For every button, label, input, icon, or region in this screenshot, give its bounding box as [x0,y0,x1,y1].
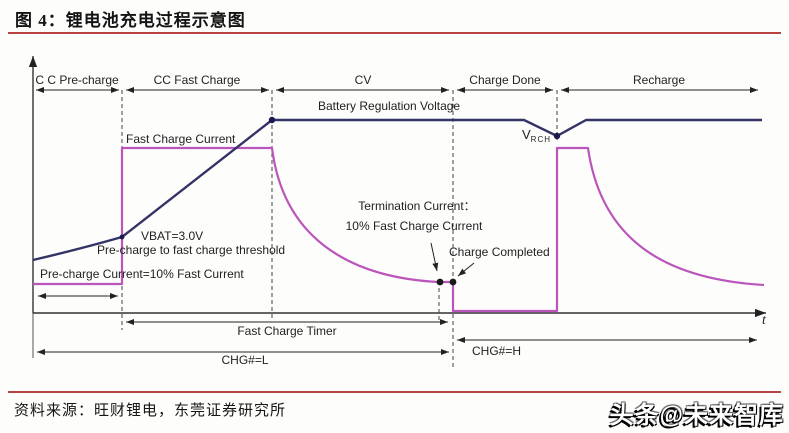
vbat-threshold-label: VBAT=3.0V [141,229,204,243]
leader-charge-completed [457,262,475,277]
termination-current-label-line2: 10% Fast Charge Current [345,219,483,233]
dot-charge-completed [449,278,457,286]
precharge-threshold-label: Pre-charge to fast charge threshold [97,243,286,257]
vrch-subscript: RCH [530,135,552,144]
top-red-divider [8,32,781,34]
vrch-symbol: V [522,127,531,142]
precharge-current-label: Pre-charge Current=10% Fast Current [40,267,244,281]
chg-low-label: CHG#=L [221,353,269,367]
fast-charge-current-label: Fast Charge Current [126,132,236,146]
phase-label-recharge: Recharge [632,73,686,87]
phase-label-cc-fastcharge: CC Fast Charge [153,73,241,87]
bottom-red-divider [8,391,781,393]
figure-title: 图 4：锂电池充电过程示意图 [15,11,246,30]
phase-label-cv: CV [354,73,372,87]
toutiao-watermark: 头条@未来智库 [609,402,784,429]
phase-label-charge-done: Charge Done [469,73,541,87]
dot-regulation-reached [268,116,276,124]
dot-termination-current [436,278,444,286]
vrch-label: VRCH [522,128,551,146]
termination-current-label-line1: Termination Current： [358,199,476,213]
fast-charge-timer-label: Fast Charge Timer [237,324,337,338]
dot-vbat-threshold [119,234,125,240]
leader-termination-current [430,242,439,272]
chg-high-label: CHG#=H [472,344,522,358]
charge-completed-label: Charge Completed [449,245,550,259]
phase-label-cc-precharge: C C Pre-charge [35,73,119,87]
dot-vrch [553,132,561,140]
charge-current-curve [33,146,765,313]
time-axis-label: t [762,313,766,328]
battery-regulation-voltage-label: Battery Regulation Voltage [318,99,461,113]
source-note: 资料来源：旺财锂电，东莞证券研究所 [14,402,287,419]
battery-voltage-curve [32,118,762,262]
